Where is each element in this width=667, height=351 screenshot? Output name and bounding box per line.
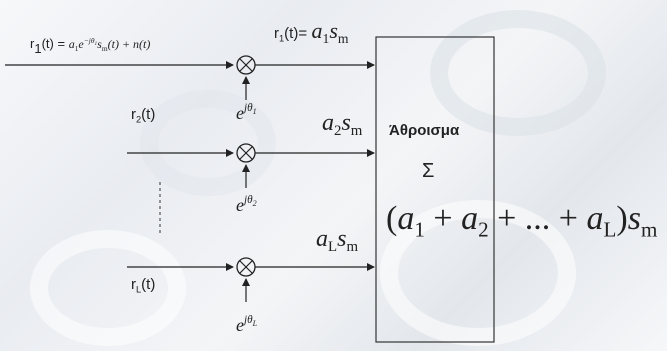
combiner-box — [375, 36, 495, 343]
input-r2-label: r2(t) — [131, 106, 156, 125]
output-1-label: r1(t)= a1sm — [274, 18, 349, 46]
input-rL-label: rL(t) — [131, 276, 156, 295]
combiner-formula: (a1 + a2 + ... + aL)sm — [386, 200, 658, 242]
phasor-1-label: ejθ1 — [236, 102, 257, 123]
input-r1-equation: r1(t) = a1e−jθ1sm(t) + n(t) — [30, 36, 151, 56]
output-2-label: a2sm — [322, 110, 363, 140]
branch-2-multiplier-cross — [239, 146, 253, 160]
output-L-label: aLsm — [316, 226, 359, 256]
phasor-L-label: ejθL — [236, 314, 258, 335]
phasor-2-label: ejθ2 — [236, 194, 257, 215]
branch-L-multiplier-cross — [239, 260, 253, 274]
branch-1-multiplier-cross — [239, 58, 253, 72]
combiner-sigma-symbol: Σ — [422, 160, 435, 182]
combiner-title: Άθροισμα — [389, 122, 460, 139]
